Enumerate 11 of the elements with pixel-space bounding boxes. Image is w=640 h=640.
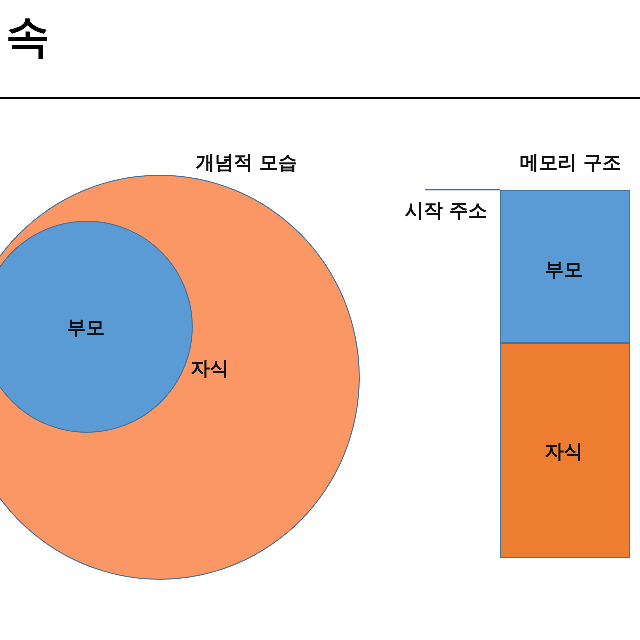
section-heading: 메모리 구조 [520, 151, 622, 176]
memory-block [500, 343, 630, 558]
start-address-label: 시작 주소 [405, 190, 500, 224]
memory-block [500, 190, 630, 343]
node-label: 자식 [545, 440, 583, 465]
node-label: 자식 [191, 357, 229, 382]
node-label: 부모 [67, 316, 105, 341]
leader-line [425, 189, 500, 191]
page-title: 속 [6, 11, 50, 65]
section-heading: 개념적 모습 [196, 151, 298, 176]
node-label: 부모 [545, 258, 583, 283]
